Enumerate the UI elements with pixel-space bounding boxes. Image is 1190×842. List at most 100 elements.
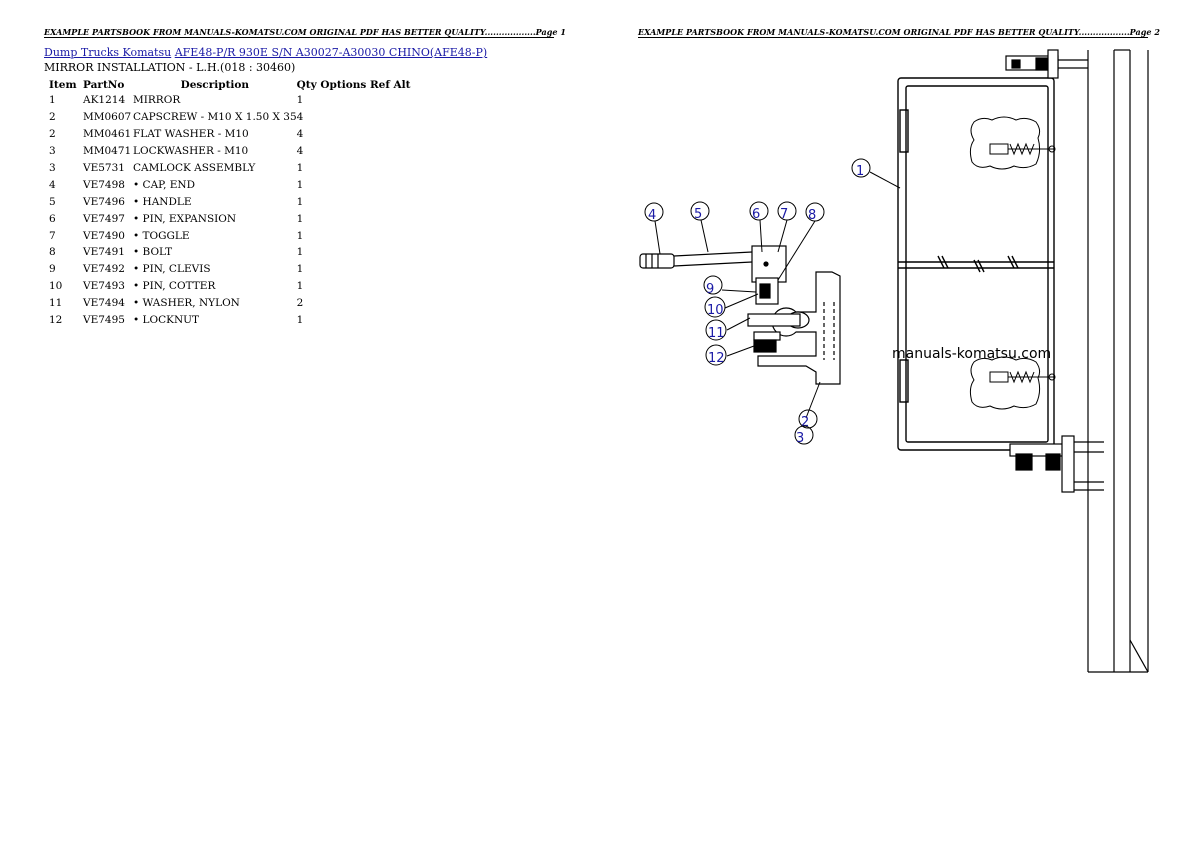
qty-cell: 1 bbox=[296, 212, 304, 225]
partno-cell: VE7491 bbox=[83, 246, 125, 259]
page1-header: EXAMPLE PARTSBOOK FROM MANUALS-KOMATSU.C… bbox=[44, 27, 566, 37]
callout-label: 6 bbox=[752, 207, 760, 222]
callout-label: 2 bbox=[801, 415, 809, 430]
column-header-qty-options: Qty Options Ref Alt bbox=[296, 78, 411, 91]
callout-label: 4 bbox=[648, 208, 656, 223]
description-cell: • HANDLE bbox=[133, 195, 192, 208]
partno-cell: VE5731 bbox=[83, 162, 125, 174]
partno-cell: VE7494 bbox=[83, 297, 125, 310]
qty-cell: 1 bbox=[296, 94, 304, 107]
column-header-item: Item bbox=[49, 78, 77, 91]
partno-cell: MM0607 bbox=[83, 111, 132, 124]
callout-6: 6 bbox=[749, 201, 769, 222]
callout-3: 3 bbox=[794, 425, 814, 446]
callout-label: 11 bbox=[708, 326, 725, 341]
qty-cell: 1 bbox=[296, 263, 304, 276]
description-cell: CAPSCREW - M10 X 1.50 X 35 bbox=[133, 111, 297, 124]
callout-label: 3 bbox=[796, 431, 804, 446]
callout-circle bbox=[644, 202, 664, 222]
description-cell: LOCKWASHER - M10 bbox=[133, 145, 249, 158]
item-cell: 6 bbox=[49, 212, 56, 225]
item-cell: 10 bbox=[49, 280, 63, 293]
upper-adjuster-cutaway bbox=[969, 116, 1056, 170]
callout-circle bbox=[703, 275, 723, 295]
qty-cell: 4 bbox=[296, 145, 304, 158]
qty-cell: 1 bbox=[296, 162, 304, 174]
callout-circle bbox=[798, 409, 818, 429]
item-cell: 9 bbox=[49, 263, 56, 276]
breadcrumb-model-link[interactable]: AFE48-P/R 930E S/N A30027-A30030 CHINO(A… bbox=[174, 46, 488, 59]
parts-table: Item PartNo Description Qty Options Ref … bbox=[44, 77, 411, 328]
description-cell: • WASHER, NYLON bbox=[133, 297, 240, 310]
item-cell: 11 bbox=[49, 297, 63, 310]
callout-7: 7 bbox=[777, 201, 797, 222]
item-cell: 2 bbox=[49, 111, 56, 124]
qty-cell: 1 bbox=[296, 229, 304, 242]
callout-label: 9 bbox=[706, 282, 714, 297]
callout-8: 8 bbox=[805, 202, 825, 223]
callout-10: 10 bbox=[704, 296, 726, 318]
qty-cell: 1 bbox=[296, 246, 304, 259]
partno-cell: VE7497 bbox=[83, 212, 125, 225]
partno-cell: AK1214 bbox=[83, 94, 126, 107]
breadcrumb: Dump Trucks Komatsu AFE48-P/R 930E S/N A… bbox=[44, 46, 487, 59]
partno-cell: MM0471 bbox=[83, 145, 132, 158]
item-cell: 4 bbox=[49, 178, 56, 191]
item-cell: 7 bbox=[49, 229, 56, 242]
callout-11: 11 bbox=[705, 319, 727, 341]
callout-circle bbox=[690, 201, 710, 221]
callout-label: 10 bbox=[707, 303, 724, 318]
description-cell: CAMLOCK ASSEMBLY bbox=[133, 162, 256, 174]
callout-label: 12 bbox=[708, 351, 725, 366]
description-cell: • PIN, EXPANSION bbox=[133, 212, 237, 225]
item-cell: 1 bbox=[49, 94, 56, 107]
table-row: 8 VE7491 • BOLT 1 bbox=[44, 244, 411, 261]
callout-12: 12 bbox=[705, 344, 727, 366]
breadcrumb-category-link[interactable]: Dump Trucks Komatsu bbox=[44, 46, 172, 59]
bottom-mirror-bracket bbox=[1009, 435, 1104, 493]
callout-circle bbox=[794, 425, 814, 445]
callout-label: 5 bbox=[694, 207, 702, 222]
callout-label: 7 bbox=[780, 207, 788, 222]
description-cell: FLAT WASHER - M10 bbox=[133, 128, 249, 141]
partno-cell: VE7492 bbox=[83, 263, 125, 276]
table-row: 3 VE5731 CAMLOCK ASSEMBLY 1 bbox=[44, 160, 411, 177]
item-cell: 8 bbox=[49, 246, 56, 259]
parts-diagram: 1 2 3 4 5 6 7 8 9 10 11 12 ma bbox=[639, 49, 1149, 673]
item-cell: 3 bbox=[49, 162, 56, 174]
description-cell: • BOLT bbox=[133, 246, 173, 259]
qty-cell: 1 bbox=[296, 314, 304, 327]
partno-cell: VE7496 bbox=[83, 195, 125, 208]
description-cell: • LOCKNUT bbox=[133, 314, 200, 327]
callout-circle bbox=[705, 319, 727, 341]
description-cell: • PIN, COTTER bbox=[133, 280, 216, 293]
callout-label: 8 bbox=[808, 208, 816, 223]
callout-circle bbox=[704, 296, 726, 318]
mirror-housing bbox=[897, 77, 1055, 451]
item-cell: 12 bbox=[49, 314, 63, 327]
callout-4: 4 bbox=[644, 202, 664, 223]
callout-circle bbox=[851, 158, 871, 178]
callout-9: 9 bbox=[703, 275, 723, 297]
parts-table-header: Item PartNo Description Qty Options Ref … bbox=[44, 77, 411, 92]
page2-header-rule bbox=[638, 37, 1148, 38]
description-cell: • PIN, CLEVIS bbox=[133, 263, 211, 276]
column-header-partno: PartNo bbox=[83, 78, 125, 91]
column-header-description: Description bbox=[180, 78, 250, 91]
item-cell: 3 bbox=[49, 145, 56, 158]
callout-2: 2 bbox=[798, 409, 818, 430]
qty-cell: 2 bbox=[296, 297, 304, 310]
table-row: 6 VE7497 • PIN, EXPANSION 1 bbox=[44, 210, 411, 227]
top-mirror-bracket bbox=[1005, 49, 1088, 79]
callout-circle bbox=[749, 201, 769, 221]
page-title: MIRROR INSTALLATION - L.H.(018 : 30460) bbox=[44, 61, 296, 74]
table-row: 11 VE7494 • WASHER, NYLON 2 bbox=[44, 295, 411, 312]
